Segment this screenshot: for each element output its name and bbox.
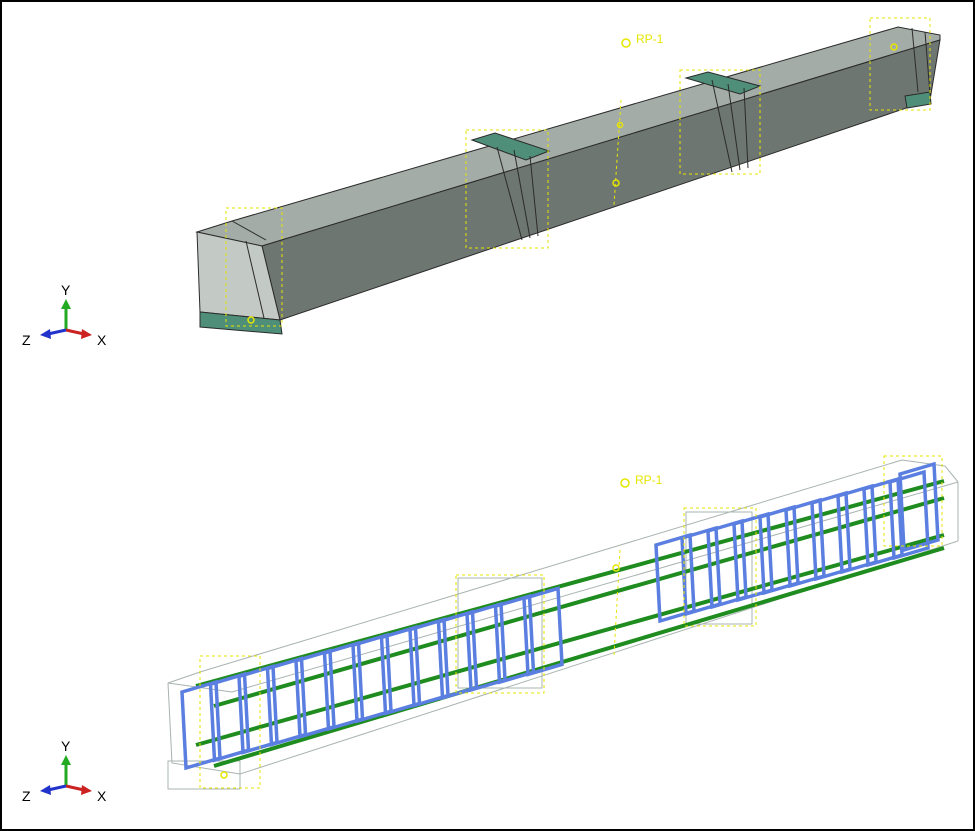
axis-y-label: Y xyxy=(61,282,71,298)
constraint-dashes-bottom xyxy=(199,455,943,789)
stirrup xyxy=(898,461,940,553)
axis-triad-top: Y X Z xyxy=(22,282,107,348)
stirrup xyxy=(522,586,564,677)
axis-x-label: X xyxy=(97,332,107,348)
top-beam-solid-view: RP-1 xyxy=(195,17,941,335)
axis-triad-bottom: Y X Z xyxy=(22,738,107,804)
stirrup xyxy=(888,469,930,561)
ref-point-marker xyxy=(620,478,630,488)
ref-point-label: RP-1 xyxy=(635,473,663,487)
beam-outline-wire xyxy=(167,459,959,790)
axis-z-label: Z xyxy=(22,332,31,348)
axis-y-label: Y xyxy=(61,738,71,754)
axis-x-label: X xyxy=(97,788,107,804)
axis-z-label: Z xyxy=(22,788,31,804)
constraint-dashes-top xyxy=(225,17,931,327)
load-plate-1 xyxy=(470,132,551,161)
ref-point-marker xyxy=(621,38,631,48)
stirrups xyxy=(180,461,940,771)
bottom-beam-cage-view: RP-1 xyxy=(167,455,959,790)
ref-point-label: RP-1 xyxy=(636,32,664,46)
support-plate-right xyxy=(904,91,932,109)
